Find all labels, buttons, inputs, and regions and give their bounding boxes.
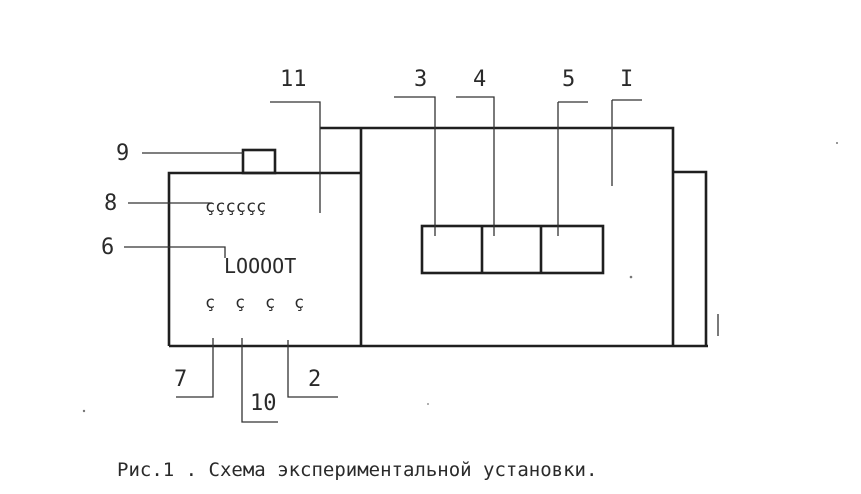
leader-2 [287,340,338,398]
label-11: 11 [280,67,307,92]
callout-labels: 11 3 4 5 I 9 8 6 7 10 2 [101,67,633,416]
apparatus-outline [167,126,719,348]
right-block-top [320,126,675,346]
leader-5 [557,101,588,236]
leader-4 [456,96,495,236]
label-3: 3 [414,67,427,92]
right-attachment [673,170,708,346]
leader-lines [124,96,642,423]
leader-7 [176,338,214,398]
label-6: 6 [101,235,114,260]
top-box-9 [241,148,277,175]
scan-specks [82,142,838,413]
label-9: 9 [116,141,129,166]
label-8: 8 [104,191,117,216]
leader-6 [124,246,226,258]
cell-unit-frame [420,224,605,275]
label-10: 10 [250,391,277,416]
label-7: 7 [174,367,187,392]
knob-lower-3: ç [265,293,275,313]
label-4: 4 [473,67,486,92]
label-2: 2 [308,367,321,392]
left-block [167,171,361,346]
control-panel: çççççç LOOOOT ç ç ç ç [205,197,304,313]
leader-I [611,99,642,186]
leader-10 [241,338,278,423]
knob-lower-1: ç [205,293,215,313]
figure-caption: Рис.1 . Схема экспериментальной установк… [117,459,597,481]
label-I: I [620,67,633,92]
knob-lower-2: ç [235,293,245,313]
leader-3 [394,96,436,236]
cell-unit [420,224,605,275]
knob-row-8: çççççç [205,197,266,217]
switch-row-6: LOOOOT [224,254,296,278]
label-5: 5 [562,67,575,92]
knob-lower-4: ç [294,293,304,313]
leader-11 [270,101,321,213]
